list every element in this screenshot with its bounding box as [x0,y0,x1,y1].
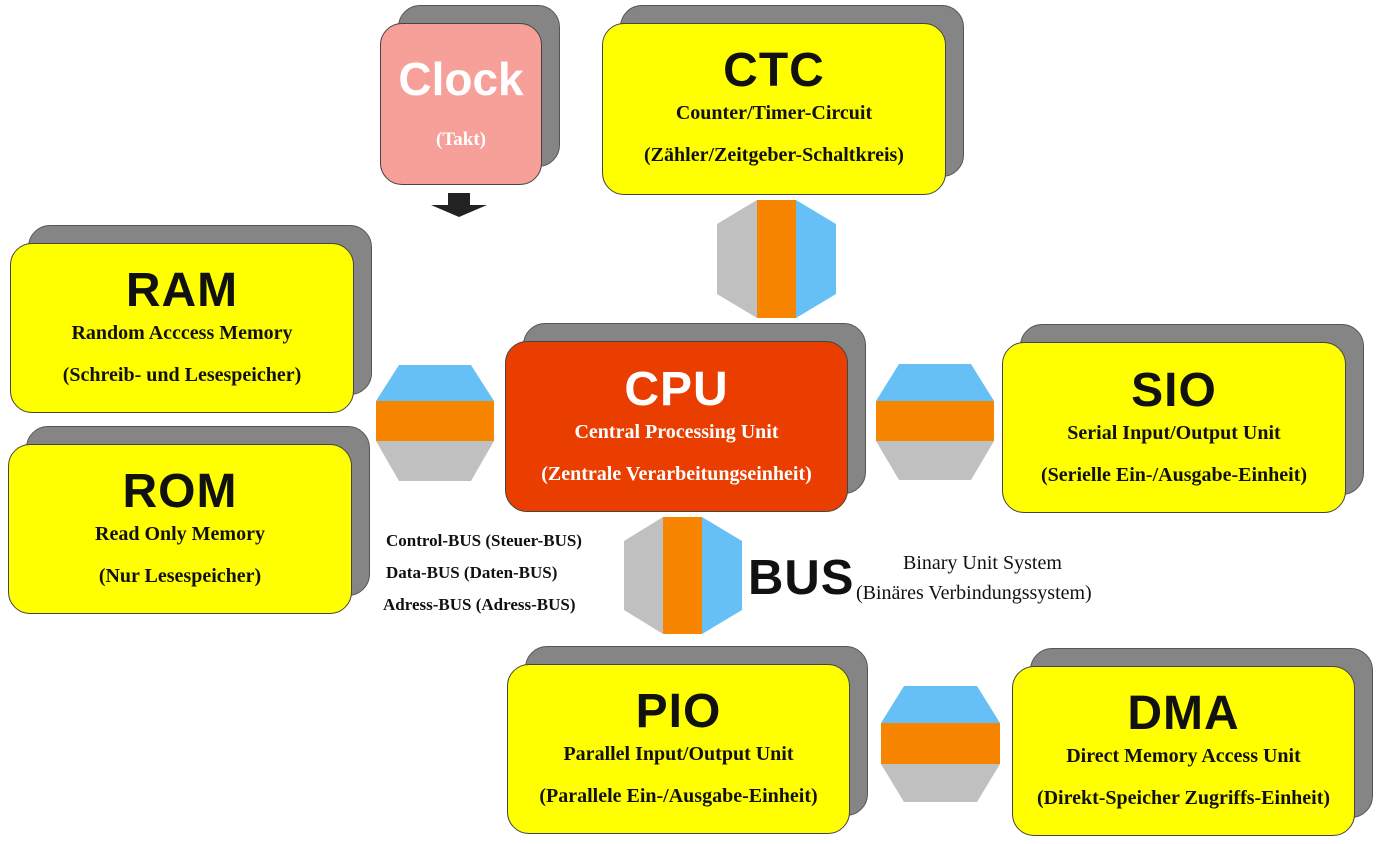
pio-unit-face: PIO Parallel Input/Output Unit (Parallel… [507,664,850,834]
ram-unit-face: RAM Random Acccess Memory (Schreib- und … [10,243,354,413]
rom-name-de: (Nur Lesespeicher) [98,565,262,587]
pio-name: Parallel Input/Output Unit [563,743,794,765]
sio-name-de: (Serielle Ein-/Ausgabe-Einheit) [1040,464,1308,486]
cpu-ctc-address-lane [796,200,836,318]
cpu-pio-bus-arrow [624,517,742,634]
cpu-unit: CPU Central Processing Unit (Zentrale Ve… [505,323,866,512]
cpu-ctc-control-lane [717,200,757,318]
clock-unit: Clock (Takt) [380,5,560,185]
ctc-name: Counter/Timer-Circuit [675,102,873,124]
pio-dma-address-lane [881,686,1000,723]
ram-name: Random Acccess Memory [71,322,293,344]
sio-unit-face: SIO Serial Input/Output Unit (Serielle E… [1002,342,1346,513]
ram-abbr: RAM [125,264,239,317]
pio-dma-control-lane [881,764,1000,802]
bus-expansion-de: (Binäres Verbindungssystem) [856,582,1092,604]
pio-dma-data-lane [881,723,1000,764]
clock-description: (Takt) [436,129,486,150]
sio-unit: SIO Serial Input/Output Unit (Serielle E… [1002,324,1364,513]
dma-abbr: DMA [1127,687,1240,740]
memory-cpu-bus-arrow [376,365,494,481]
bus-title: BUS [748,551,855,605]
dma-name-de: (Direkt-Speicher Zugriffs-Einheit) [1036,787,1331,809]
pio-dma-bus-arrow [881,686,1000,802]
cpu-name: Central Processing Unit [574,421,779,443]
cpu-name-de: (Zentrale Verarbeitungseinheit) [541,463,812,485]
dma-unit-face: DMA Direct Memory Access Unit (Direkt-Sp… [1012,666,1355,836]
pio-unit: PIO Parallel Input/Output Unit (Parallel… [507,646,868,834]
cpu-ctc-bus-arrow [717,200,836,318]
memory-cpu-control-lane [376,441,494,481]
cpu-pio-control-lane [624,517,663,634]
cpu-pio-data-lane [663,517,702,634]
sio-abbr: SIO [1131,364,1217,417]
memory-cpu-data-lane [376,401,494,441]
rom-name: Read Only Memory [95,523,265,545]
ctc-unit: CTC Counter/Timer-Circuit (Zähler/Zeitge… [602,5,964,195]
ctc-abbr: CTC [723,44,825,97]
rom-unit: ROM Read Only Memory (Nur Lesespeicher) [8,426,370,614]
clock-unit-face: Clock (Takt) [380,23,542,185]
ctc-unit-face: CTC Counter/Timer-Circuit (Zähler/Zeitge… [602,23,946,195]
control-bus-label: Control-BUS (Steuer-BUS) [386,531,582,550]
dma-name: Direct Memory Access Unit [1066,745,1301,767]
cpu-sio-control-lane [876,441,994,480]
cpu-unit-face: CPU Central Processing Unit (Zentrale Ve… [505,341,848,512]
clock-abbr: Clock [398,53,524,105]
cpu-abbr: CPU [624,363,729,416]
cpu-sio-bus-arrow [876,364,994,480]
cpu-ctc-data-lane [757,200,796,318]
clock-arrow-icon [431,193,487,217]
cpu-pio-address-lane [702,517,742,634]
ram-unit: RAM Random Acccess Memory (Schreib- und … [10,225,372,413]
dma-unit: DMA Direct Memory Access Unit (Direkt-Sp… [1012,648,1373,836]
cpu-sio-address-lane [876,364,994,401]
sio-name: Serial Input/Output Unit [1067,422,1281,444]
rom-abbr: ROM [122,465,238,518]
data-bus-label: Data-BUS (Daten-BUS) [386,563,558,582]
bus-expansion: Binary Unit System [903,552,1062,574]
ctc-name-de: (Zähler/Zeitgeber-Schaltkreis) [644,144,904,166]
rom-unit-face: ROM Read Only Memory (Nur Lesespeicher) [8,444,352,614]
cpu-sio-data-lane [876,401,994,441]
address-bus-label: Adress-BUS (Adress-BUS) [383,595,576,614]
ram-name-de: (Schreib- und Lesespeicher) [62,364,302,386]
pio-abbr: PIO [635,685,722,738]
pio-name-de: (Parallele Ein-/Ausgabe-Einheit) [539,785,818,807]
memory-cpu-address-lane [376,365,494,401]
